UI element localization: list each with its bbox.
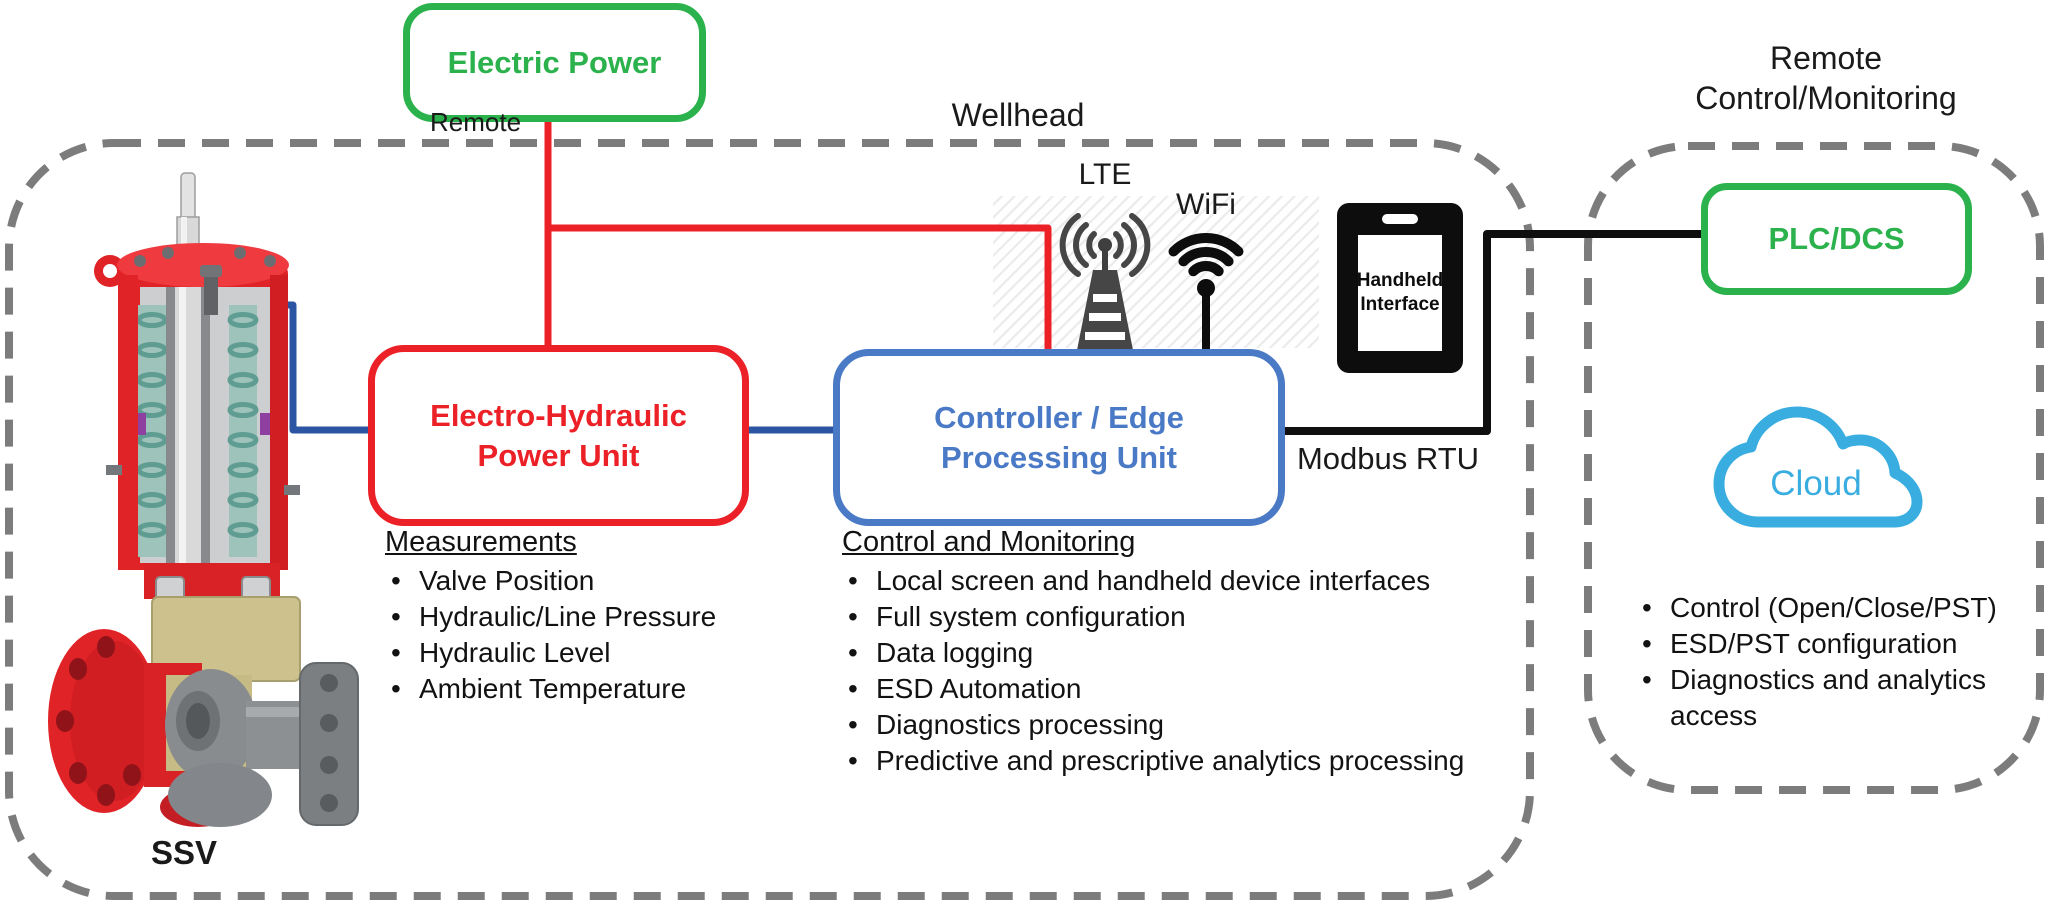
control-monitoring-heading: Control and Monitoring	[842, 526, 1136, 558]
ssv-valve-illustration	[48, 172, 359, 827]
handheld-speaker	[1382, 214, 1418, 224]
lte-label: LTE	[1078, 158, 1132, 191]
ssv-label: SSV	[150, 834, 218, 871]
list-item: Ambient Temperature	[385, 671, 805, 707]
handheld-label-line2: Interface	[1360, 294, 1440, 315]
list-item: Control (Open/Close/PST)	[1636, 590, 2030, 626]
list-item: Valve Position	[385, 563, 805, 599]
controller-title-line1: Controller / Edge	[934, 399, 1184, 435]
wifi-label: WiFi	[1176, 188, 1236, 221]
wifi-icon	[1168, 233, 1244, 350]
cloud-icon	[1713, 406, 1923, 528]
handheld-screen: Handheld Interface	[1356, 235, 1444, 351]
remote-capabilities-list: Control (Open/Close/PST) ESD/PST configu…	[1636, 590, 2016, 734]
lte-antenna-icon	[1059, 213, 1151, 350]
node-electric-power: Electric Power	[403, 3, 706, 122]
wellhead-zone-title: Wellhead	[951, 97, 1085, 133]
ehpu-title-line2: Power Unit	[477, 437, 640, 473]
connector-power-to-controller	[548, 224, 1052, 349]
remote-feed-label: Remote	[430, 107, 522, 137]
list-item: Predictive and prescriptive analytics pr…	[842, 743, 1542, 779]
list-item: Hydraulic Level	[385, 635, 805, 671]
list-item: Diagnostics and analytics access	[1636, 662, 2010, 734]
hatch-watermark	[993, 196, 1319, 348]
plc-dcs-label: PLC/DCS	[1768, 221, 1905, 256]
connector-controller-to-plc	[1271, 230, 1701, 435]
node-controller: Controller / Edge Processing Unit	[833, 349, 1285, 526]
list-item: ESD Automation	[842, 671, 1542, 707]
list-item: Diagnostics processing	[842, 707, 1542, 743]
remote-zone-title: Remote Control/Monitoring	[1641, 38, 2011, 118]
cloud-label: Cloud	[1770, 464, 1862, 503]
list-item: Data logging	[842, 635, 1542, 671]
node-ehpu: Electro-Hydraulic Power Unit	[368, 345, 749, 526]
list-item: ESD/PST configuration	[1636, 626, 2030, 662]
list-item: Local screen and handheld device interfa…	[842, 563, 1542, 599]
remote-boundary	[1584, 142, 2044, 794]
wellhead-boundary	[5, 139, 1534, 900]
ehpu-title-line1: Electro-Hydraulic	[430, 397, 687, 433]
modbus-label: Modbus RTU	[1296, 441, 1480, 476]
node-plc-dcs: PLC/DCS	[1701, 183, 1972, 295]
handheld-device: Handheld Interface	[1337, 203, 1463, 373]
control-monitoring-list: Control and Monitoring Local screen and …	[842, 524, 1542, 779]
list-item: Hydraulic/Line Pressure	[385, 599, 805, 635]
handheld-label-line1: Handheld	[1356, 270, 1444, 291]
controller-title-line2: Processing Unit	[941, 439, 1177, 475]
list-item: Full system configuration	[842, 599, 1542, 635]
electric-power-label: Electric Power	[447, 44, 662, 80]
remote-zone-title-line2: Control/Monitoring	[1695, 80, 1957, 116]
remote-zone-title-line1: Remote	[1769, 40, 1883, 76]
measurements-heading: Measurements	[385, 526, 577, 558]
measurements-list: Measurements Valve Position Hydraulic/Li…	[385, 524, 805, 707]
